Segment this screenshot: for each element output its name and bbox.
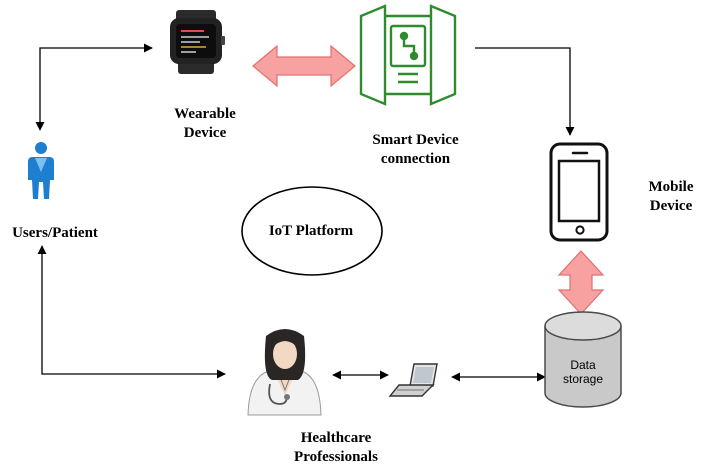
data-label-line-1: Data [570, 358, 596, 372]
connector-user-to-wearable [35, 43, 153, 131]
healthcare-professionals-label: Healthcare Professionals [272, 429, 400, 467]
laptop-icon [388, 363, 438, 397]
data-storage-label: Data storage [548, 358, 618, 386]
database-cylinder-icon [544, 311, 622, 408]
smartphone-icon [549, 142, 609, 242]
double-arrow-mobile-storage [557, 250, 605, 315]
smart-label-line-2: connection [380, 151, 451, 167]
wearable-label-line-1: Wearable [174, 106, 236, 122]
iot-gateway-icon [359, 4, 457, 106]
health-label-line-2: Professionals [294, 449, 378, 465]
smartwatch-icon [170, 10, 225, 74]
iot-platform-label: IoT Platform [268, 223, 354, 239]
data-label-line-2: storage [562, 372, 604, 386]
wearable-device-label: Wearable Device [150, 105, 260, 143]
mobile-label-line-2: Device [649, 198, 693, 214]
wearable-label-line-2: Device [183, 125, 227, 141]
double-arrow-wearable-gateway [252, 44, 356, 88]
connector-user-to-doctor [37, 245, 226, 379]
smart-label-line-1: Smart Device [372, 132, 459, 148]
doctor-icon [247, 329, 322, 416]
connector-gateway-to-mobile [475, 47, 575, 136]
patient-figure-icon [28, 142, 54, 199]
health-label-line-1: Healthcare [300, 430, 372, 446]
users-patient-label: Users/Patient [12, 225, 98, 241]
iot-platform-ellipse [241, 186, 383, 276]
smart-device-connection-label: Smart Device connection [348, 131, 483, 169]
mobile-label-line-1: Mobile [648, 179, 694, 195]
mobile-device-label: Mobile Device [636, 178, 706, 216]
